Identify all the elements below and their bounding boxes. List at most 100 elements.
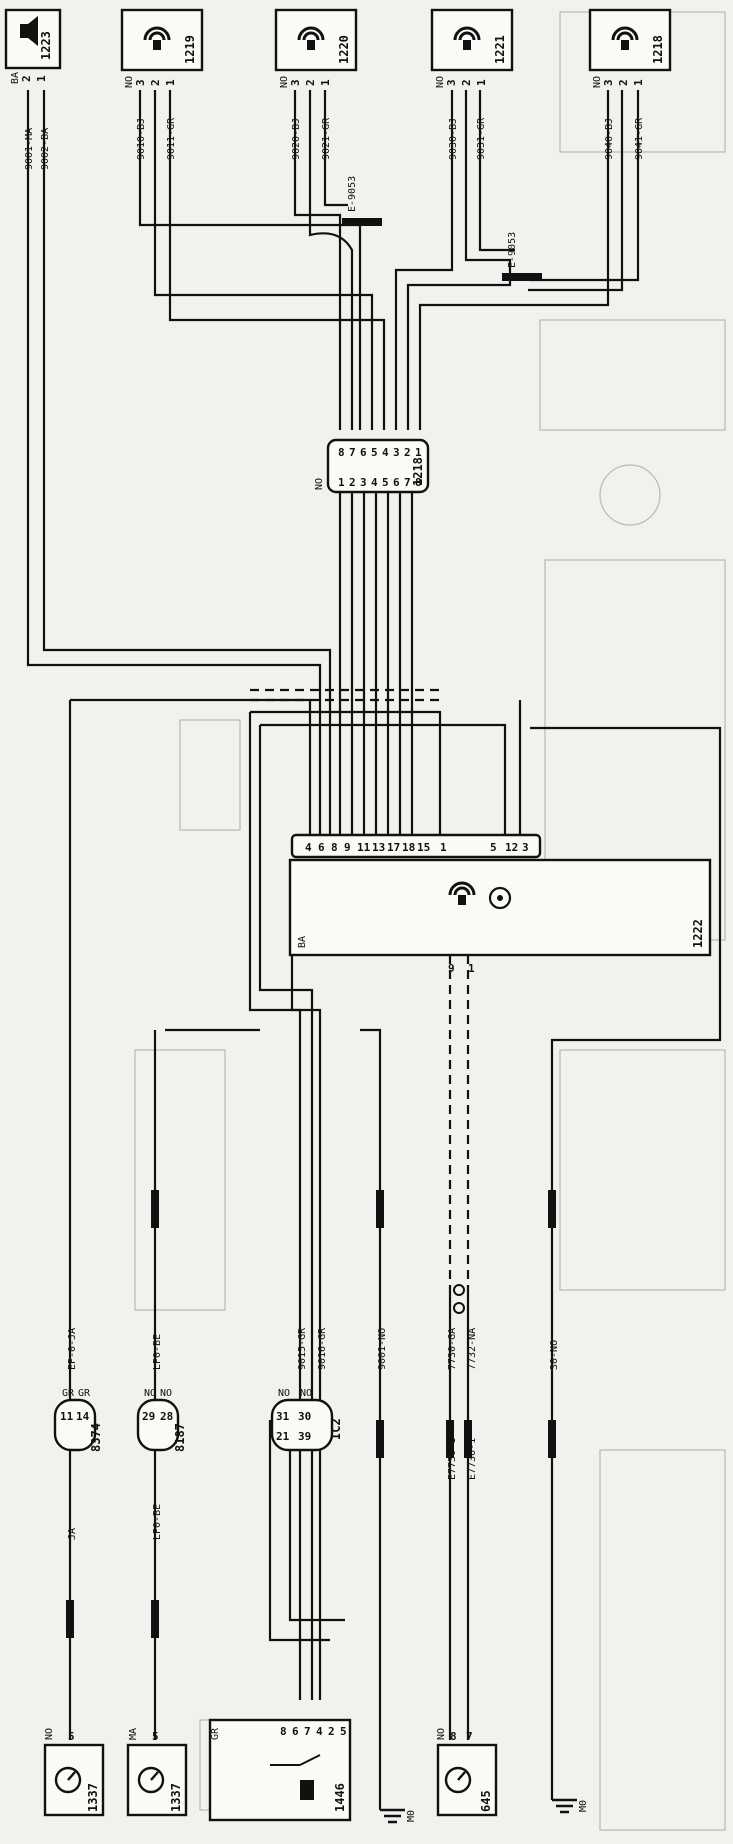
svg-text:GR: GR bbox=[62, 1388, 75, 1399]
svg-text:30: 30 bbox=[298, 1410, 311, 1423]
svg-text:NO: NO bbox=[592, 76, 603, 88]
component-1337-b: 1337 5 MA bbox=[126, 1728, 188, 1817]
svg-text:1220: 1220 bbox=[337, 35, 351, 64]
splice-points: E-9053 E-9053 bbox=[342, 176, 542, 281]
bottom-components: 1337 5 NO 1337 5 MA 1446 GR 8 6 7 4 2 5 bbox=[43, 1718, 498, 1822]
svg-text:8: 8 bbox=[280, 1725, 287, 1738]
svg-text:NO: NO bbox=[300, 1388, 312, 1399]
wires-mid bbox=[70, 492, 722, 1800]
svg-text:EP-0-JA: EP-0-JA bbox=[67, 1328, 78, 1370]
gauge-icon bbox=[54, 1766, 82, 1794]
svg-text:3: 3 bbox=[289, 79, 302, 86]
svg-text:BA: BA bbox=[10, 72, 21, 84]
svg-text:1337: 1337 bbox=[169, 1783, 183, 1812]
svg-text:2: 2 bbox=[617, 79, 630, 86]
svg-text:6: 6 bbox=[292, 1725, 299, 1738]
svg-text:9: 9 bbox=[448, 962, 455, 975]
svg-text:9041-GR: 9041-GR bbox=[634, 117, 645, 160]
svg-text:9001-MA: 9001-MA bbox=[24, 128, 35, 170]
svg-text:14: 14 bbox=[76, 1410, 90, 1423]
svg-text:1221: 1221 bbox=[493, 35, 507, 64]
svg-text:8: 8 bbox=[415, 476, 422, 489]
svg-text:LP0-BE: LP0-BE bbox=[152, 1334, 163, 1370]
antenna-icon bbox=[143, 26, 171, 50]
svg-text:17: 17 bbox=[387, 841, 400, 854]
svg-text:2: 2 bbox=[404, 446, 411, 459]
svg-text:NO: NO bbox=[124, 76, 135, 88]
svg-text:3: 3 bbox=[602, 79, 615, 86]
component-1223: 1223 2 1 BA bbox=[4, 8, 62, 84]
svg-text:21: 21 bbox=[276, 1430, 290, 1443]
svg-text:9011-GR: 9011-GR bbox=[166, 117, 177, 160]
antenna-icon bbox=[453, 26, 481, 50]
component-1446: 1446 GR 8 6 7 4 2 5 bbox=[208, 1718, 352, 1822]
svg-text:1: 1 bbox=[35, 75, 48, 82]
svg-text:7: 7 bbox=[304, 1725, 311, 1738]
connector-8187: 8187 29 28 NO NO bbox=[136, 1388, 187, 1452]
svg-text:30-NO: 30-NO bbox=[549, 1340, 560, 1370]
svg-text:3: 3 bbox=[445, 79, 458, 86]
svg-text:6: 6 bbox=[318, 841, 325, 854]
wire-code-labels-top: 9001-MA 9002-BA 9010-BJ 9011-GR 9020-BJ … bbox=[24, 117, 645, 170]
svg-text:8: 8 bbox=[338, 446, 345, 459]
connectors-mid: 8374 11 14 GR GR 8187 29 28 NO NO IC2 31… bbox=[53, 1388, 343, 1452]
svg-text:E7730-1: E7730-1 bbox=[467, 1438, 478, 1480]
ground-symbols: M0 M0 bbox=[380, 1798, 589, 1824]
svg-text:IC2: IC2 bbox=[329, 1418, 343, 1440]
svg-text:1337: 1337 bbox=[86, 1783, 100, 1812]
gauge-icon bbox=[137, 1766, 165, 1794]
svg-text:7730-GA: 7730-GA bbox=[447, 1328, 458, 1370]
svg-text:1: 1 bbox=[415, 446, 422, 459]
svg-text:1219: 1219 bbox=[183, 35, 197, 64]
svg-text:9001-NO: 9001-NO bbox=[377, 1328, 388, 1370]
component-645: 645 8 7 NO bbox=[436, 1728, 498, 1817]
svg-text:12: 12 bbox=[505, 841, 518, 854]
svg-text:4: 4 bbox=[371, 476, 378, 489]
svg-text:11: 11 bbox=[357, 841, 371, 854]
svg-text:2: 2 bbox=[460, 79, 473, 86]
svg-text:NO: NO bbox=[44, 1728, 55, 1740]
svg-text:BA: BA bbox=[297, 936, 308, 948]
antenna-icon bbox=[611, 26, 639, 50]
svg-text:4: 4 bbox=[316, 1725, 323, 1738]
svg-text:4: 4 bbox=[382, 446, 389, 459]
svg-text:2: 2 bbox=[149, 79, 162, 86]
svg-text:1: 1 bbox=[164, 79, 177, 86]
svg-text:JA: JA bbox=[67, 1528, 78, 1540]
component-id: 1223 bbox=[39, 31, 53, 60]
svg-text:1: 1 bbox=[475, 79, 488, 86]
svg-text:8374: 8374 bbox=[89, 1423, 103, 1452]
connector-pins-bottom: 1 2 3 4 5 6 7 8 bbox=[338, 476, 422, 489]
svg-text:1222: 1222 bbox=[691, 919, 705, 948]
ground-icon: M0 bbox=[552, 1798, 589, 1814]
svg-text:9002-BA: 9002-BA bbox=[40, 128, 51, 170]
svg-text:2: 2 bbox=[304, 79, 317, 86]
svg-text:13: 13 bbox=[372, 841, 385, 854]
top-components: 1223 2 1 BA 1219 3 2 1 NO bbox=[4, 8, 672, 88]
svg-text:M0: M0 bbox=[406, 1810, 417, 1822]
ground-icon: M0 bbox=[380, 1808, 417, 1824]
svg-text:1: 1 bbox=[440, 841, 447, 854]
svg-text:NO: NO bbox=[279, 76, 290, 88]
svg-text:NO: NO bbox=[314, 478, 325, 490]
svg-text:7: 7 bbox=[404, 476, 411, 489]
svg-text:7: 7 bbox=[466, 1730, 473, 1743]
svg-text:GR: GR bbox=[78, 1388, 91, 1399]
svg-text:2: 2 bbox=[349, 476, 356, 489]
svg-text:3: 3 bbox=[522, 841, 529, 854]
svg-text:3: 3 bbox=[134, 79, 147, 86]
cd-icon bbox=[488, 886, 512, 910]
svg-text:4: 4 bbox=[305, 841, 312, 854]
module-pins: 4 6 8 9 11 13 17 18 15 1 5 12 3 9 1 bbox=[305, 841, 529, 975]
svg-text:GR: GR bbox=[210, 1727, 221, 1740]
svg-text:9: 9 bbox=[344, 841, 351, 854]
svg-text:1218: 1218 bbox=[411, 457, 425, 486]
svg-text:8: 8 bbox=[331, 841, 338, 854]
component-1218: 1218 3 2 1 NO bbox=[588, 8, 672, 88]
svg-text:LP0-BE: LP0-BE bbox=[152, 1504, 163, 1540]
svg-text:3: 3 bbox=[393, 446, 400, 459]
svg-text:9020-BJ: 9020-BJ bbox=[291, 118, 302, 160]
svg-text:18: 18 bbox=[402, 841, 415, 854]
svg-text:NO: NO bbox=[435, 76, 446, 88]
